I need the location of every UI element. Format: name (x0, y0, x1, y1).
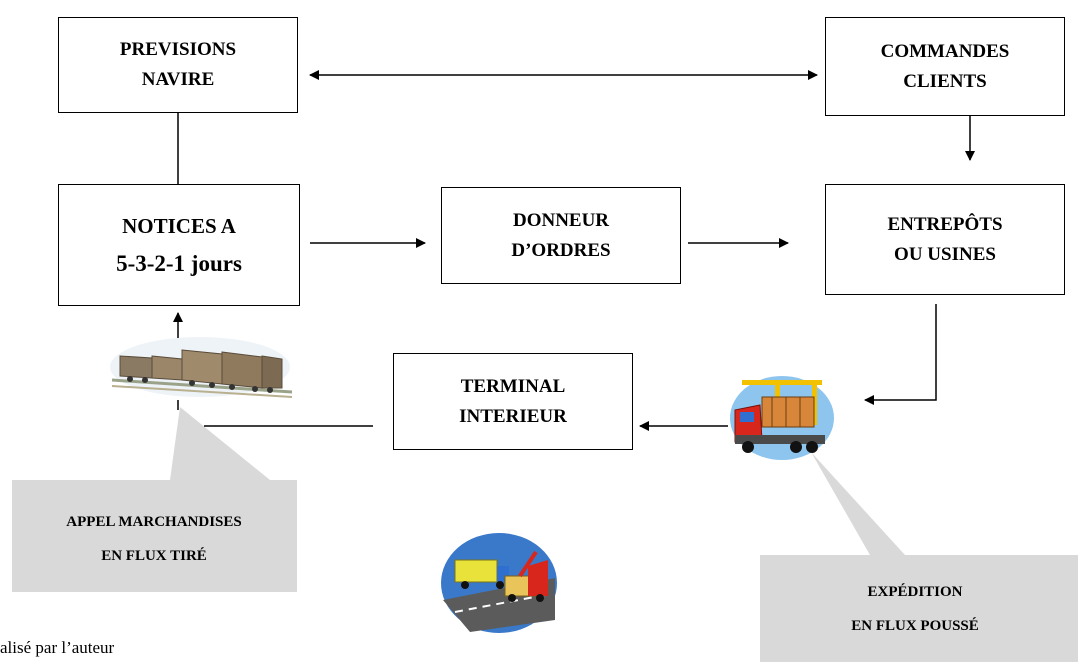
appel-line-2: EN FLUX TIRÉ (101, 548, 207, 564)
commandes-line-1: COMMANDES (880, 40, 1010, 62)
entrepots-line-1: ENTREPÔTS (887, 213, 1003, 235)
donneur-line-1: DONNEUR (512, 209, 610, 231)
terminal-interieur-box: TERMINAL INTERIEUR (393, 353, 633, 450)
commandes-clients-box: COMMANDES CLIENTS (825, 17, 1065, 116)
previsions-line-1: PREVISIONS (119, 39, 237, 60)
appel-callout-shape (12, 407, 297, 592)
entrepots-usines-box: ENTREPÔTS OU USINES (825, 184, 1065, 295)
expedition-callout-text: EXPÉDITION EN FLUX POUSSÉ (795, 575, 1035, 643)
appel-callout-text: APPEL MARCHANDISES EN FLUX TIRÉ (34, 505, 274, 573)
highway-trucks-illustration (441, 533, 557, 633)
notices-box: NOTICES A 5-3-2-1 jours (58, 184, 300, 306)
truck-crane-illustration (730, 376, 834, 460)
notices-line-1: NOTICES A (122, 214, 236, 238)
previsions-navire-box: PREVISIONS NAVIRE (58, 17, 298, 113)
donneur-ordres-box: DONNEUR D’ORDRES (441, 187, 681, 284)
entrepots-line-2: OU USINES (894, 243, 996, 265)
notices-line-2: 5-3-2-1 jours (116, 251, 242, 276)
expedition-line-2: EN FLUX POUSSÉ (851, 618, 979, 634)
terminal-line-2: INTERIEUR (459, 405, 567, 427)
source-caption: alisé par l’auteur (0, 638, 115, 657)
entrepots-expedition-arrow (864, 304, 937, 405)
expedition-callout-shape (760, 452, 1078, 662)
commandes-line-2: CLIENTS (903, 70, 987, 92)
expedition-line-1: EXPÉDITION (867, 584, 963, 600)
terminal-line-1: TERMINAL (460, 375, 566, 397)
train-illustration (110, 337, 293, 398)
appel-line-1: APPEL MARCHANDISES (66, 514, 242, 530)
donneur-line-2: D’ORDRES (511, 239, 611, 261)
previsions-line-2: NAVIRE (141, 69, 215, 90)
